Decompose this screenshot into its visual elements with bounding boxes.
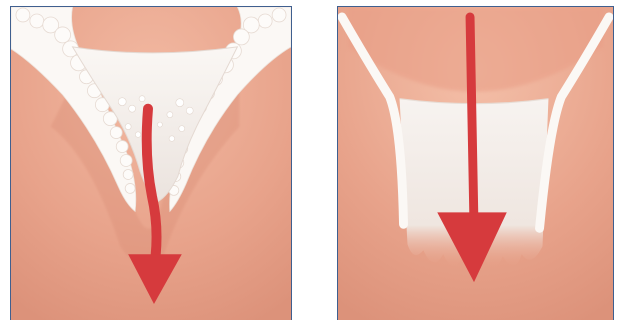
arrow-shaft: [470, 17, 474, 226]
left-illustration: [11, 7, 291, 320]
right-panel: [337, 6, 614, 320]
left-panel: [10, 6, 292, 320]
right-illustration: [338, 7, 613, 320]
